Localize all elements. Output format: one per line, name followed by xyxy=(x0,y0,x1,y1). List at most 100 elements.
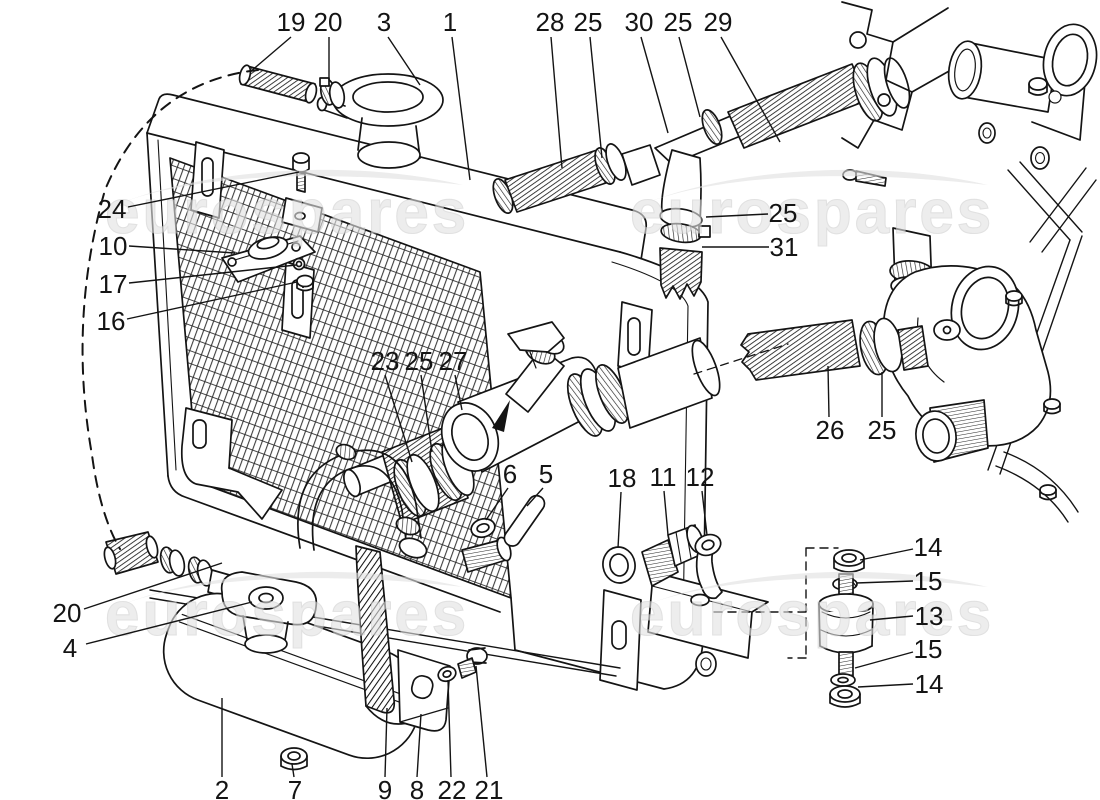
valve-lever xyxy=(507,321,565,353)
part-number-3: 3 xyxy=(377,7,391,37)
leader-line-20 xyxy=(83,562,223,610)
overflow-hose-19 xyxy=(238,64,318,104)
overflow-hose-bottom xyxy=(103,531,241,601)
part-number-24: 24 xyxy=(98,194,127,224)
part-number-25: 25 xyxy=(574,7,603,37)
part-number-8: 8 xyxy=(410,775,424,800)
part-number-12: 12 xyxy=(686,462,715,492)
watermark-bottom-right: eurospares xyxy=(629,571,994,650)
part-number-9: 9 xyxy=(378,775,392,800)
part-number-25: 25 xyxy=(664,7,693,37)
mount-stack xyxy=(713,547,874,708)
nut-16 xyxy=(296,274,314,288)
part-number-18: 18 xyxy=(608,463,637,493)
part-number-7: 7 xyxy=(288,775,302,800)
leader-line-13 xyxy=(869,615,914,621)
leader-line-15 xyxy=(855,580,914,584)
leader-line-18 xyxy=(617,491,622,549)
leader-line-22 xyxy=(447,679,452,778)
hose-clamp-20 xyxy=(319,77,346,109)
washer-6 xyxy=(470,517,496,539)
part-number-13: 13 xyxy=(915,601,944,631)
part-number-11: 11 xyxy=(650,462,677,492)
leader-line-14 xyxy=(857,683,914,688)
part-number-30: 30 xyxy=(625,7,654,37)
part-number-20: 20 xyxy=(314,7,343,37)
part-number-15: 15 xyxy=(914,634,943,664)
watermark-text: eurospares xyxy=(105,178,469,247)
elbow-fitting-12 xyxy=(694,533,723,600)
gasket-ring xyxy=(1042,23,1098,97)
mounting-bolt-24 xyxy=(281,152,323,233)
leader-line-8 xyxy=(416,713,422,778)
tank-cap-4 xyxy=(220,571,318,654)
watermark-text: eurospares xyxy=(630,178,994,247)
watermark-bottom-left: eurospares xyxy=(104,571,467,650)
part-number-25: 25 xyxy=(769,198,798,228)
leader-line-12 xyxy=(701,490,708,536)
top-hose-assembly xyxy=(492,57,911,300)
leader-line-19 xyxy=(249,36,292,73)
watermark-top-right: eurospares xyxy=(629,169,994,248)
part-number-22: 22 xyxy=(438,775,467,800)
part-number-27: 27 xyxy=(439,346,468,376)
leader-line-30 xyxy=(640,36,669,134)
leader-line-25 xyxy=(589,36,603,159)
leader-line-17 xyxy=(128,264,297,284)
part-number-17: 17 xyxy=(99,269,128,299)
grommet-18 xyxy=(602,546,636,584)
leader-line-7 xyxy=(291,763,295,778)
part-number-29: 29 xyxy=(704,7,733,37)
leader-line-6 xyxy=(485,487,509,521)
part-number-23: 23 xyxy=(371,346,400,376)
leader-line-29 xyxy=(720,36,781,143)
part-number-19: 19 xyxy=(277,7,306,37)
leader-line-1 xyxy=(451,36,471,181)
part-number-21: 21 xyxy=(475,775,504,800)
leader-line-21 xyxy=(475,665,488,778)
tank-bracket-8 xyxy=(397,649,451,732)
tank-hardware xyxy=(280,647,488,771)
part-number-5: 5 xyxy=(539,459,553,489)
leader-line-15 xyxy=(854,651,914,669)
leader-line-28 xyxy=(550,36,563,169)
leader-line-3 xyxy=(387,36,421,86)
part-number-1: 1 xyxy=(443,7,457,37)
part-number-14: 14 xyxy=(914,532,943,562)
filler-cap xyxy=(316,73,444,169)
leader-line-25 xyxy=(420,374,433,453)
leader-line-4 xyxy=(85,601,253,645)
leader-line-16 xyxy=(126,281,298,320)
hose-26 xyxy=(740,319,861,381)
part-number-4: 4 xyxy=(63,633,77,663)
part-number-26: 26 xyxy=(816,415,845,445)
part-number-25: 25 xyxy=(868,415,897,445)
hose-29 xyxy=(727,63,869,149)
leader-line-27 xyxy=(454,374,463,411)
leader-line-26 xyxy=(827,365,830,418)
part-number-6: 6 xyxy=(503,459,517,489)
leader-line-25 xyxy=(678,36,701,118)
part-number-14: 14 xyxy=(915,669,944,699)
valve-assembly xyxy=(343,317,929,525)
leader-line-14 xyxy=(859,548,914,561)
part-number-20: 20 xyxy=(53,598,82,628)
drain-tap-5 xyxy=(461,494,546,573)
part-number-2: 2 xyxy=(215,775,229,800)
watermark-top-left: eurospares xyxy=(104,169,469,248)
part-number-10: 10 xyxy=(99,231,128,261)
leader-line-10 xyxy=(128,245,236,254)
part-number-25: 25 xyxy=(405,346,434,376)
leader-line-5 xyxy=(526,487,544,507)
leader-line-23 xyxy=(384,374,413,463)
watermark-layer: eurospares eurospares eurospares eurospa… xyxy=(104,169,994,650)
watermark-text: eurospares xyxy=(630,580,994,649)
leader-line-24 xyxy=(127,171,300,208)
part-number-16: 16 xyxy=(97,306,126,336)
hose-31 xyxy=(659,247,703,300)
part-number-28: 28 xyxy=(536,7,565,37)
leader-line-11 xyxy=(663,490,669,536)
